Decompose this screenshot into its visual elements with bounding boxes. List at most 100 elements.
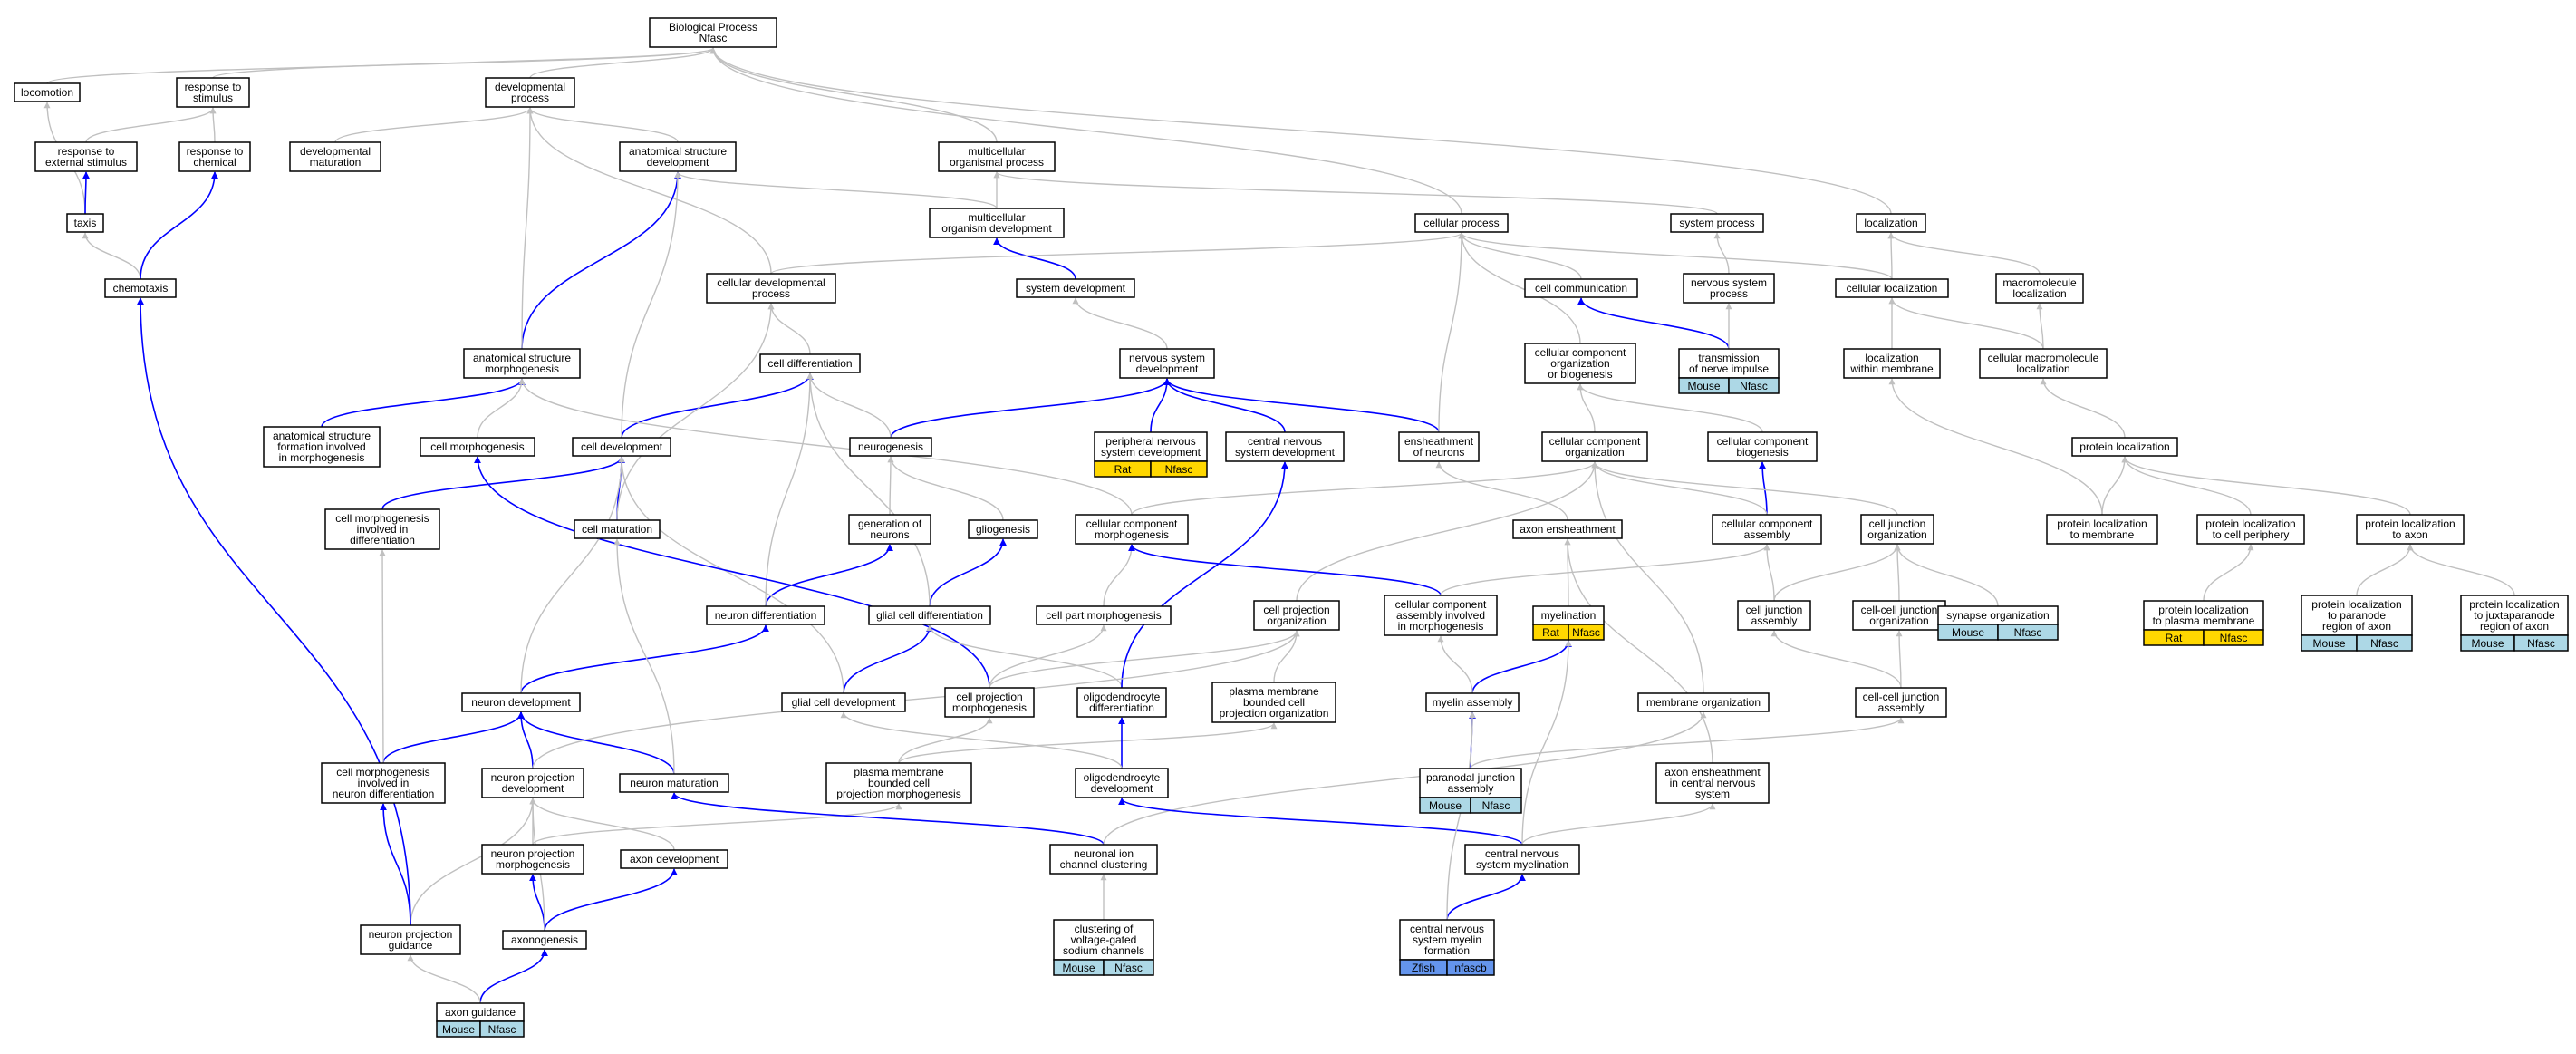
go-term-node[interactable]: axon development — [620, 849, 728, 869]
go-term-node[interactable]: myelin assembly — [1425, 692, 1520, 712]
node-label: paranodal junction — [1426, 771, 1515, 784]
is-a-edge — [709, 47, 1892, 215]
go-term-node[interactable]: neuron maturation — [619, 773, 729, 793]
go-term-node[interactable]: membrane organization — [1637, 692, 1770, 712]
go-term-node[interactable]: cell differentiation — [759, 353, 861, 373]
node-label: gliogenesis — [976, 523, 1030, 536]
go-term-node[interactable]: taxis — [66, 213, 104, 233]
go-term-node[interactable]: cellular process — [1414, 213, 1509, 233]
go-term-node[interactable]: protein localization — [2071, 437, 2178, 457]
species-label: Zfish — [1412, 962, 1435, 974]
go-term-node[interactable]: system development — [1016, 278, 1135, 298]
node-label: clustering of — [1075, 923, 1134, 935]
go-term-node[interactable]: system process — [1670, 213, 1764, 233]
node-label: bounded cell — [868, 777, 930, 789]
node-box — [1464, 844, 1580, 875]
go-term-node[interactable]: glial cell development — [781, 692, 906, 712]
go-term-node[interactable]: cellular localization — [1835, 278, 1949, 298]
go-term-node[interactable]: cell maturation — [574, 519, 661, 539]
node-label: axon ensheathment — [1664, 766, 1761, 778]
is-a-edge — [898, 722, 1278, 764]
go-term-node[interactable]: chemotaxis — [104, 278, 177, 298]
go-term-node[interactable]: neuron differentiation — [706, 605, 825, 625]
go-term-node[interactable]: neurogenesis — [849, 437, 932, 457]
go-term-node[interactable]: gliogenesis — [968, 519, 1038, 539]
node-label: to plasma membrane — [2153, 614, 2255, 627]
go-term-node[interactable]: cell development — [572, 437, 671, 457]
species-label: Rat — [1542, 626, 1559, 639]
node-label: multicellular — [968, 211, 1025, 224]
go-term-node[interactable]: glial cell differentiation — [868, 605, 991, 625]
go-term-node[interactable]: axon ensheathment — [1512, 519, 1623, 539]
go-term-node[interactable]: cell morphogenesis — [420, 437, 535, 457]
go-term-node[interactable]: localization — [1856, 213, 1926, 233]
go-term-node[interactable]: axonogenesis — [502, 930, 587, 950]
node-box — [620, 849, 728, 869]
go-term-node[interactable]: neuron development — [461, 692, 581, 712]
go-term-node[interactable]: locomotion — [14, 82, 81, 102]
go-term-node[interactable]: cell communication — [1524, 278, 1638, 298]
node-label: formation involved — [277, 440, 365, 453]
node-label: cellular component — [1549, 435, 1641, 448]
go-term-node[interactable]: cell part morphogenesis — [1036, 605, 1172, 625]
